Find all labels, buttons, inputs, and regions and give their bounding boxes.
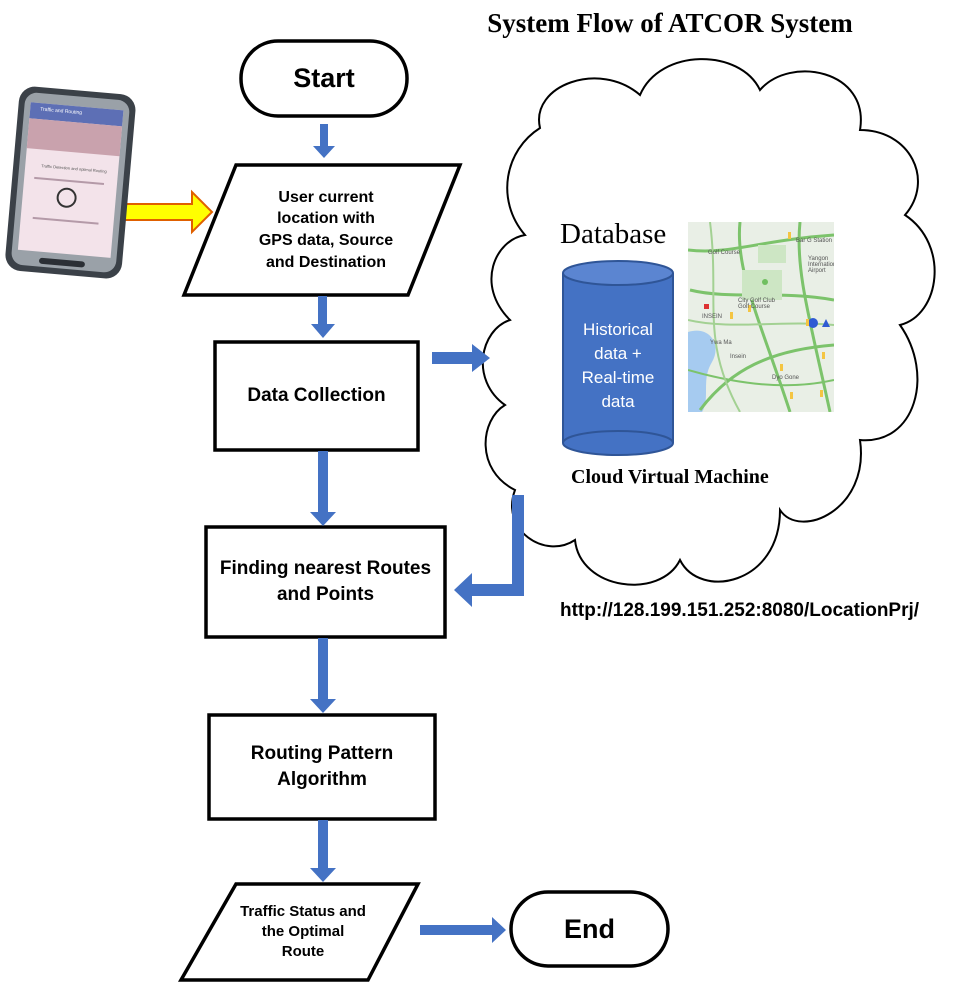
map-label-1: Bar G Station	[796, 238, 833, 244]
cylinder-line-3: Real-time	[581, 368, 655, 387]
cylinder-label: Historical data + Real-time data	[563, 296, 673, 436]
routing-label: Routing Pattern Algorithm	[209, 715, 435, 819]
input-label: User current location with GPS data, Sou…	[236, 168, 416, 292]
arrow-routing-to-output	[310, 820, 336, 882]
arrow-finding-to-routing	[310, 638, 336, 713]
arrow-output-to-end	[420, 917, 506, 943]
arrow-start-to-input	[313, 124, 335, 158]
map-label-2: Golf Course	[708, 250, 741, 256]
start-label: Start	[293, 63, 355, 94]
database-cylinder	[562, 260, 674, 456]
output-label: Traffic Status and the Optimal Route	[224, 886, 382, 978]
routing-line-2: Algorithm	[277, 769, 367, 790]
arrow-collection-to-finding	[310, 451, 336, 526]
database-label: Database	[560, 218, 667, 250]
input-line-2: location with	[277, 210, 375, 228]
output-line-1: Traffic Status and	[240, 902, 366, 920]
map-label-4: City Golf Club Golf Course	[738, 298, 776, 310]
output-line-2: the Optimal	[261, 922, 345, 940]
data-collection-label: Data Collection	[247, 385, 386, 407]
input-parallelogram	[181, 163, 463, 297]
finding-routes-box	[204, 525, 447, 639]
input-line-1: User current	[278, 188, 374, 206]
routing-line-1: Routing Pattern	[250, 743, 394, 765]
arrow-input-to-collection	[311, 296, 335, 338]
map-label-8: Insein	[730, 354, 747, 360]
end-label: End	[564, 913, 615, 944]
data-collection-box	[213, 340, 420, 452]
input-line-3: GPS data, Source	[258, 232, 394, 249]
map-labels: Bar G Station Golf Course Yangon Interna…	[690, 222, 834, 412]
finding-label: Finding nearest Routes and Points	[206, 527, 445, 637]
flow-arrows	[310, 124, 524, 943]
cylinder-line-4: data	[601, 391, 635, 411]
output-line-3: Route	[281, 943, 325, 961]
routing-algorithm-box	[207, 713, 437, 821]
server-url: http://128.199.151.252:8080/LocationPrj/	[560, 600, 920, 621]
map-label-7: Ywa Ma	[710, 340, 732, 346]
arrow-collection-to-cloud	[432, 344, 490, 372]
output-parallelogram	[177, 882, 421, 982]
cylinder-line-2: data +	[594, 344, 642, 364]
start-terminal	[239, 39, 409, 118]
finding-line-1: Finding nearest Routes	[219, 558, 432, 580]
cylinder-line-1: Historical	[583, 320, 653, 340]
input-line-4: and Destination	[265, 253, 386, 271]
phone-input-arrow	[123, 189, 214, 235]
diagram-title: System Flow of ATCOR System	[487, 8, 853, 38]
map-label-5: INSEIN	[702, 314, 723, 320]
map-label-3: Yangon International Airport	[808, 256, 834, 274]
end-terminal	[509, 890, 670, 968]
map-label-6: Dyo Gone	[772, 375, 800, 381]
arrow-cloud-to-finding	[454, 495, 524, 607]
smartphone-image	[5, 86, 136, 279]
finding-line-2: and Points	[276, 584, 375, 605]
map-thumbnail	[688, 222, 834, 412]
cloud-caption: Cloud Virtual Machine	[571, 466, 769, 488]
